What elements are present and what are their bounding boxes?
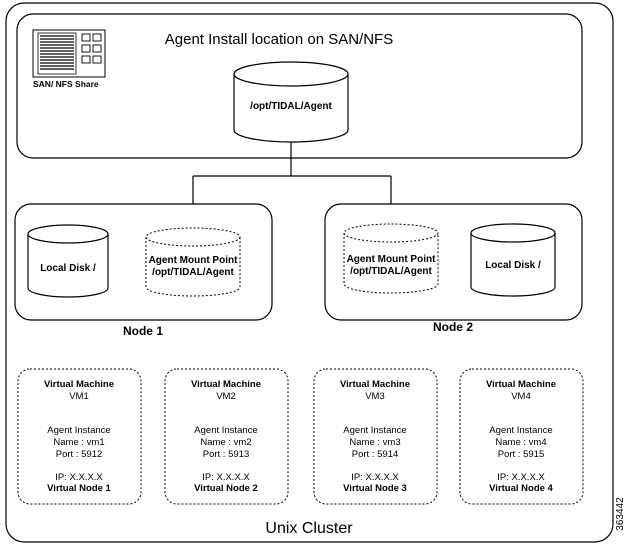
local-disk-cylinder: Local Disk / — [470, 223, 556, 297]
node-1: Local Disk / Agent Mount Point /opt/TIDA… — [14, 203, 273, 321]
node-2: Agent Mount Point /opt/TIDAL/Agent Local… — [324, 203, 583, 321]
instance-name: Name : vm2 — [200, 437, 251, 448]
san-title: Agent Install location on SAN/NFS — [165, 31, 393, 48]
instance-port: Port : 5913 — [203, 449, 249, 460]
agent-mount-point-cylinder: Agent Mount Point /opt/TIDAL/Agent — [343, 223, 439, 294]
vm-box-2: Virtual Machine VM2 Agent Instance Name … — [164, 368, 289, 505]
vm-ip: IP: X.X.X.X — [202, 472, 250, 483]
instance-port: Port : 5915 — [498, 449, 544, 460]
vm-ip: IP: X.X.X.X — [497, 472, 545, 483]
node-2-label: Node 2 — [433, 320, 473, 334]
virtual-node-label: Virtual Node 1 — [47, 483, 111, 494]
san-share-label: SAN/ NFS Share — [33, 79, 99, 89]
shared-agent-path: /opt/TIDAL/Agent — [250, 101, 332, 112]
mount-point-path: /opt/TIDAL/Agent — [350, 266, 432, 277]
shared-agent-cylinder: /opt/TIDAL/Agent — [233, 61, 349, 143]
vm-id: VM1 — [69, 391, 89, 402]
unix-cluster-label: Unix Cluster — [265, 520, 353, 537]
vm-id: VM4 — [511, 391, 531, 402]
vm-box-4: Virtual Machine VM4 Agent Instance Name … — [459, 368, 584, 505]
vm-ip: IP: X.X.X.X — [55, 472, 103, 483]
local-disk-label: Local Disk / — [40, 263, 96, 274]
instance-name: Name : vm3 — [349, 437, 400, 448]
agent-instance-label: Agent Instance — [489, 425, 552, 436]
agent-instance-label: Agent Instance — [47, 425, 110, 436]
vm-id: VM2 — [216, 391, 236, 402]
vm-title: Virtual Machine — [486, 379, 556, 390]
agent-mount-point-cylinder: Agent Mount Point /opt/TIDAL/Agent — [145, 227, 241, 297]
instance-name: Name : vm1 — [53, 437, 104, 448]
instance-port: Port : 5914 — [352, 449, 398, 460]
figure-id: 363442 — [615, 497, 626, 531]
local-disk-cylinder: Local Disk / — [27, 224, 109, 298]
vm-box-3: Virtual Machine VM3 Agent Instance Name … — [313, 368, 438, 505]
vm-title: Virtual Machine — [191, 379, 261, 390]
local-disk-label: Local Disk / — [485, 260, 541, 271]
instance-name: Name : vm4 — [495, 437, 546, 448]
mount-point-path: /opt/TIDAL/Agent — [152, 267, 234, 278]
virtual-node-label: Virtual Node 4 — [489, 483, 553, 494]
agent-instance-label: Agent Instance — [194, 425, 257, 436]
mount-point-title: Agent Mount Point — [149, 255, 239, 266]
vm-id: VM3 — [365, 391, 385, 402]
virtual-node-label: Virtual Node 3 — [343, 483, 407, 494]
virtual-node-label: Virtual Node 2 — [194, 483, 258, 494]
vm-ip: IP: X.X.X.X — [351, 472, 399, 483]
instance-port: Port : 5912 — [56, 449, 102, 460]
agent-instance-label: Agent Instance — [343, 425, 406, 436]
node-1-label: Node 1 — [123, 324, 163, 338]
mount-point-title: Agent Mount Point — [347, 254, 437, 265]
san-nfs-box: SAN/ NFS Share Agent Install location on… — [16, 13, 583, 159]
vm-title: Virtual Machine — [340, 379, 410, 390]
vm-title: Virtual Machine — [44, 379, 114, 390]
storage-array-icon — [32, 29, 106, 78]
vm-box-1: Virtual Machine VM1 Agent Instance Name … — [17, 368, 142, 505]
